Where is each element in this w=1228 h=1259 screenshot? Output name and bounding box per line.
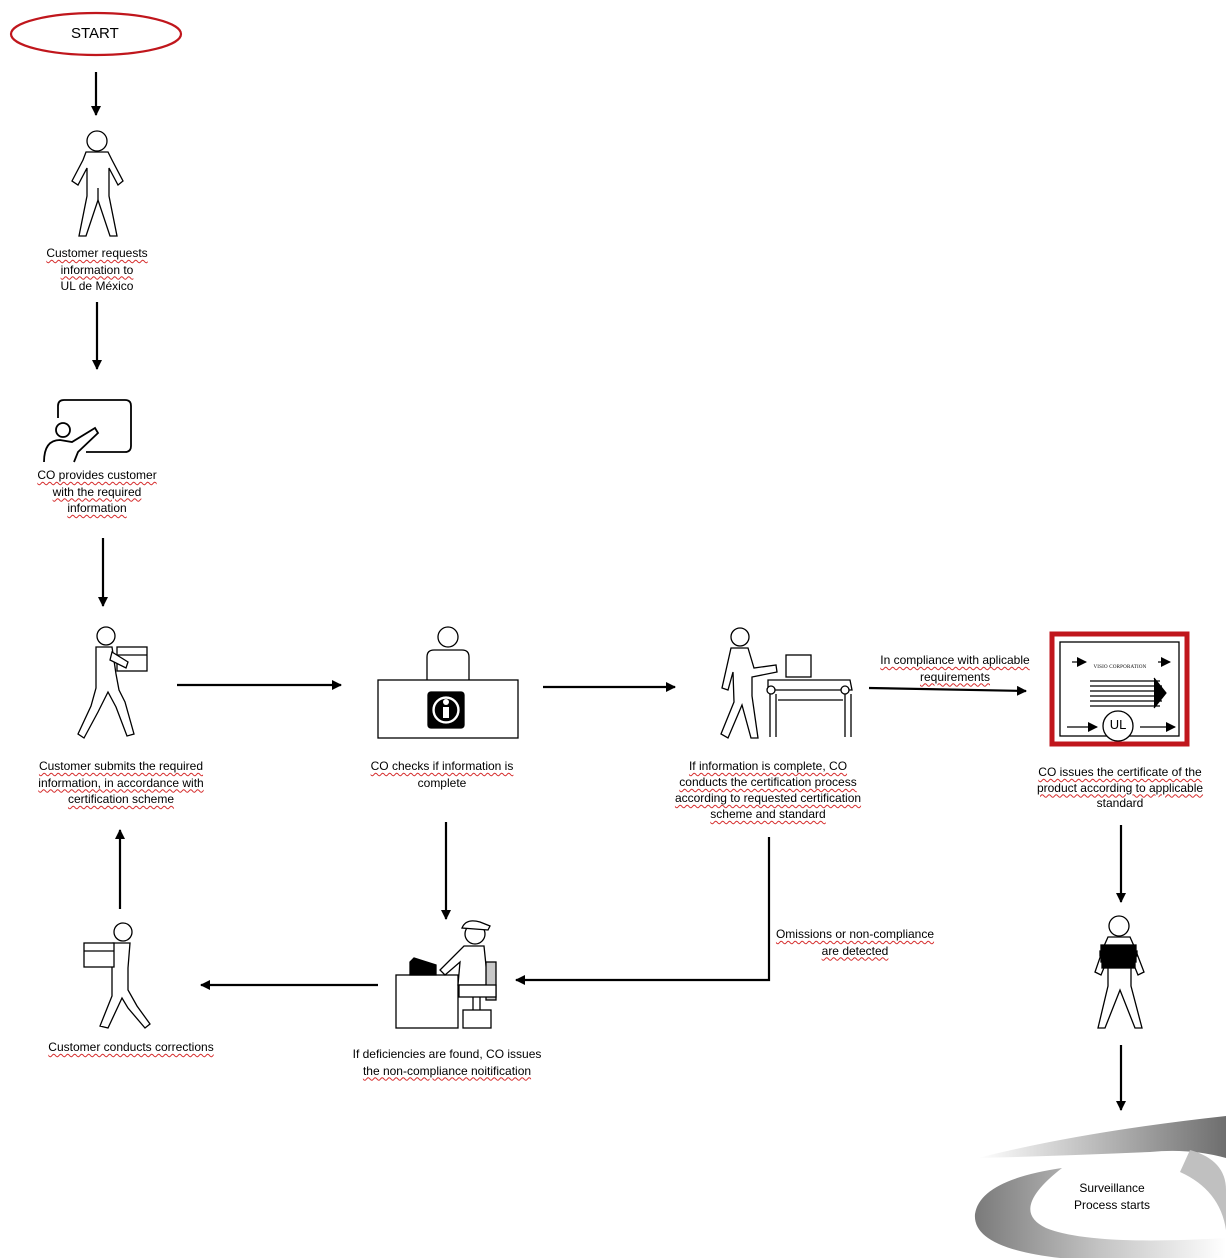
edge-compliance-label: In compliance with aplicable requirement… — [880, 653, 1030, 684]
step-certificate-label: CO issues the certificate of the product… — [1036, 765, 1204, 810]
start-label: START — [71, 25, 119, 42]
person-carrying-box-icon — [83, 922, 151, 1029]
certificate-mark-text: UL — [1109, 717, 1127, 732]
step-process-label: If information is complete, CO conducts … — [674, 759, 862, 821]
information-desk-icon — [377, 626, 519, 739]
swoosh-logo-icon — [974, 1116, 1226, 1258]
person-carrying-box-icon — [77, 626, 148, 739]
arrow-process-to-certificate — [868, 685, 1027, 696]
standing-person-icon — [71, 130, 124, 237]
person-at-computer-icon — [395, 920, 497, 1029]
certificate-company-text: VISIO CORPORATION — [1093, 665, 1147, 670]
step-provide-label: CO provides customer with the required i… — [37, 468, 157, 515]
presentation-board-icon — [43, 399, 132, 463]
step-corrections-label: Customer conducts corrections — [48, 1040, 214, 1054]
step-request-label: Customer requests information to UL de M… — [46, 246, 148, 293]
step-surveillance-label: Surveillance Process starts — [1073, 1181, 1151, 1212]
flow-arrows — [91, 72, 1126, 1111]
edge-omissions-label: Omissions or non-compliance are detected — [775, 927, 935, 958]
person-holding-documents-icon — [1094, 915, 1145, 1029]
arrow-process-to-noncompliance — [515, 837, 771, 985]
step-submit-label: Customer submits the required informatio… — [38, 759, 204, 806]
step-check-label: CO checks if information is complete — [370, 759, 514, 790]
step-noncompliance-label: If deficiencies are found, CO issues the… — [352, 1047, 542, 1078]
worker-conveyor-icon — [720, 627, 853, 739]
certificate-icon — [1049, 631, 1190, 747]
start-node — [9, 11, 183, 57]
